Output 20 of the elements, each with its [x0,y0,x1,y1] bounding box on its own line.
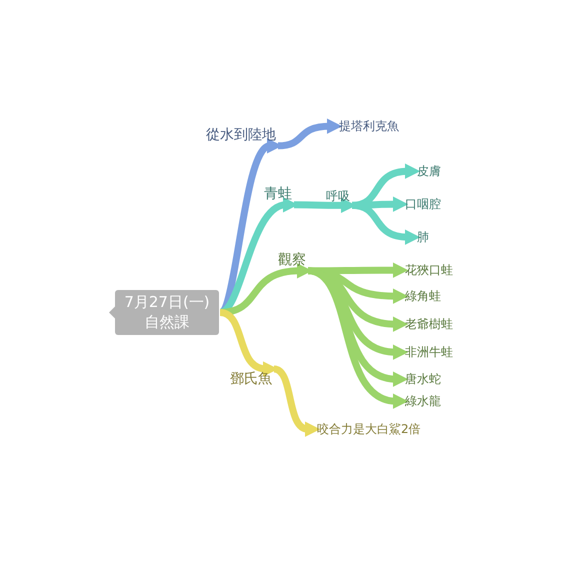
branch-label: 非洲牛蛙 [405,345,453,360]
branch-label: 皮膚 [417,164,441,178]
branch-connector [278,118,342,150]
branch-label: 從水到陸地 [206,127,276,144]
branch-label: 觀察 [278,252,306,269]
branch-label: 老爺樹蛙 [405,317,453,332]
branch-label: 肺 [417,230,429,244]
branch-label: 鄧氏魚 [230,371,272,388]
branch-label: 綠水龍 [405,394,441,408]
branch-label: 呼吸 [326,189,350,204]
branch-label: 提塔利克魚 [339,119,399,134]
central-topic-box: 7月27日(一) 自然課 [115,290,219,335]
branch-label: 咬合力是大白鯊2倍 [317,422,421,436]
branch-connector [352,202,420,245]
branch-label: 口咽腔 [405,197,441,212]
branch-label: 綠角蛙 [405,289,441,304]
branch-label: 青蛙 [264,186,292,203]
branch-label: 花狹口蛙 [405,263,453,278]
branch-connector [273,366,320,436]
branch-label: 唐水蛇 [405,372,441,386]
